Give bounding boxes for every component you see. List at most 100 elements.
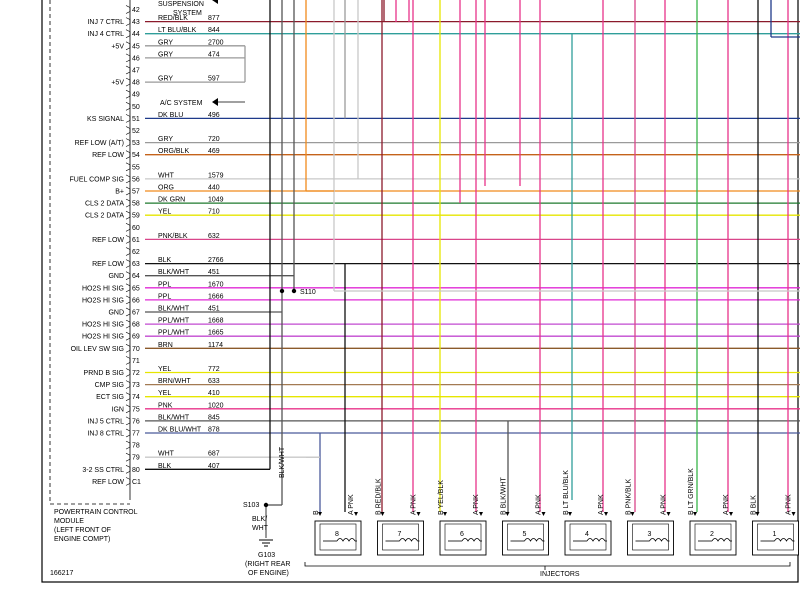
pin-function-label: PRND B SIG [84, 370, 124, 377]
circuit-number: 845 [208, 414, 220, 421]
ground-location-2: OF ENGINE) [248, 570, 289, 577]
circuit-number: 633 [208, 378, 220, 385]
injector-body [752, 520, 799, 556]
pin-number: 52 [132, 128, 140, 135]
injector-pin-a-wire: A PNK [598, 494, 605, 515]
pin-tick [125, 53, 131, 63]
injector-number: 4 [585, 531, 589, 538]
pin-number: 75 [132, 406, 140, 413]
circuit-number: 410 [208, 390, 220, 397]
injector-body [689, 520, 737, 556]
pin-number: 58 [132, 201, 140, 208]
pin-number: 70 [132, 346, 140, 353]
pin-b-arrow-icon [693, 512, 697, 516]
pin-tick [125, 174, 131, 184]
pin-row-71: 71 [125, 356, 140, 365]
pin-tick [125, 344, 131, 353]
pin-b-arrow-icon [318, 512, 322, 516]
circuit-number: 1020 [208, 402, 224, 409]
pin-row-50: 50 [125, 102, 140, 111]
injector-pin-a-wire: A PNK [411, 494, 418, 515]
pin-tick [125, 428, 131, 438]
pin-row-62: 62 [125, 247, 140, 256]
coil-icon [336, 538, 356, 542]
pin-number: 62 [132, 249, 140, 256]
pin-tick [125, 307, 131, 317]
injector-body [439, 520, 487, 556]
pin-tick [125, 283, 131, 293]
pin-tick [125, 17, 131, 26]
pin-b-arrow-icon [630, 512, 635, 516]
wire-color: DK GRN [158, 197, 185, 204]
circuit-number: 1666 [208, 293, 224, 300]
wire-color: LT BLU/BLK [158, 27, 197, 34]
pin-function-label: INJ 7 CTRL [87, 19, 124, 26]
pin-number: 51 [132, 116, 140, 123]
pin-tick [125, 392, 131, 401]
pin-tick [125, 150, 131, 159]
pin-a-arrow-icon [479, 512, 483, 516]
pin-row-C1: C1 REF LOW [92, 477, 141, 486]
pin-row-60: 60 [125, 223, 140, 232]
coil-icon [711, 538, 731, 542]
injector-pin-b-wire: B YEL/BLK [438, 480, 445, 515]
injector-body [627, 520, 674, 556]
circuit-number: 687 [208, 451, 220, 458]
pin-a-arrow-icon [791, 512, 796, 516]
circuit-number: 2700 [208, 39, 224, 46]
circuit-number: 496 [208, 112, 220, 119]
suspension-system-label: SUSPENSION [158, 1, 204, 8]
wire-color: PPL/WHT [158, 330, 190, 337]
injectors-brace [304, 562, 791, 570]
pin-tick [125, 259, 131, 268]
pin-function-label: ECT SIG [96, 394, 124, 401]
pin-function-label: REF LOW [92, 479, 124, 486]
coil-icon [774, 538, 793, 542]
wire-color: YEL [158, 390, 171, 397]
pin-b-arrow-icon [755, 512, 760, 516]
injector-number: 5 [523, 531, 527, 538]
wire-color: DK BLU [158, 112, 183, 119]
wire-color: GRY [158, 76, 173, 83]
pcm-label-4: ENGINE COMPT) [54, 536, 110, 543]
pin-tick [125, 416, 131, 426]
pin-number: C1 [132, 479, 141, 486]
pin-a-arrow-icon [729, 512, 733, 516]
circuit-number: 632 [208, 233, 220, 240]
circuit-number: 1579 [208, 172, 224, 179]
pin-function-label: GND [108, 310, 124, 317]
pin-function-label: INJ 5 CTRL [87, 418, 124, 425]
wire-color: BLK [158, 257, 172, 264]
pin-tick [125, 41, 131, 51]
pin-tick [125, 126, 131, 135]
wire-color: PPL [158, 281, 171, 288]
ac-arrow-icon [212, 98, 218, 106]
pin-function-label: CMP SIG [95, 382, 124, 389]
pin-tick [125, 162, 131, 172]
injector-pin-a-wire: A PNK [536, 494, 543, 515]
pin-row-47: 47 [125, 65, 140, 75]
wire-color: DK BLU/WHT [158, 427, 202, 434]
s103-wire-color-1: BLK/ [252, 516, 267, 523]
pin-number: 66 [132, 297, 140, 304]
pin-function-label: OIL LEV SW SIG [71, 346, 124, 353]
pin-number: 43 [132, 19, 140, 26]
injector-number: 1 [773, 531, 777, 538]
pin-function-label: B+ [115, 189, 124, 196]
pin-row-42: 42 [125, 5, 140, 14]
pin-row-52: 52 [125, 126, 140, 135]
pin-function-label: HO2S HI SIG [82, 297, 124, 304]
